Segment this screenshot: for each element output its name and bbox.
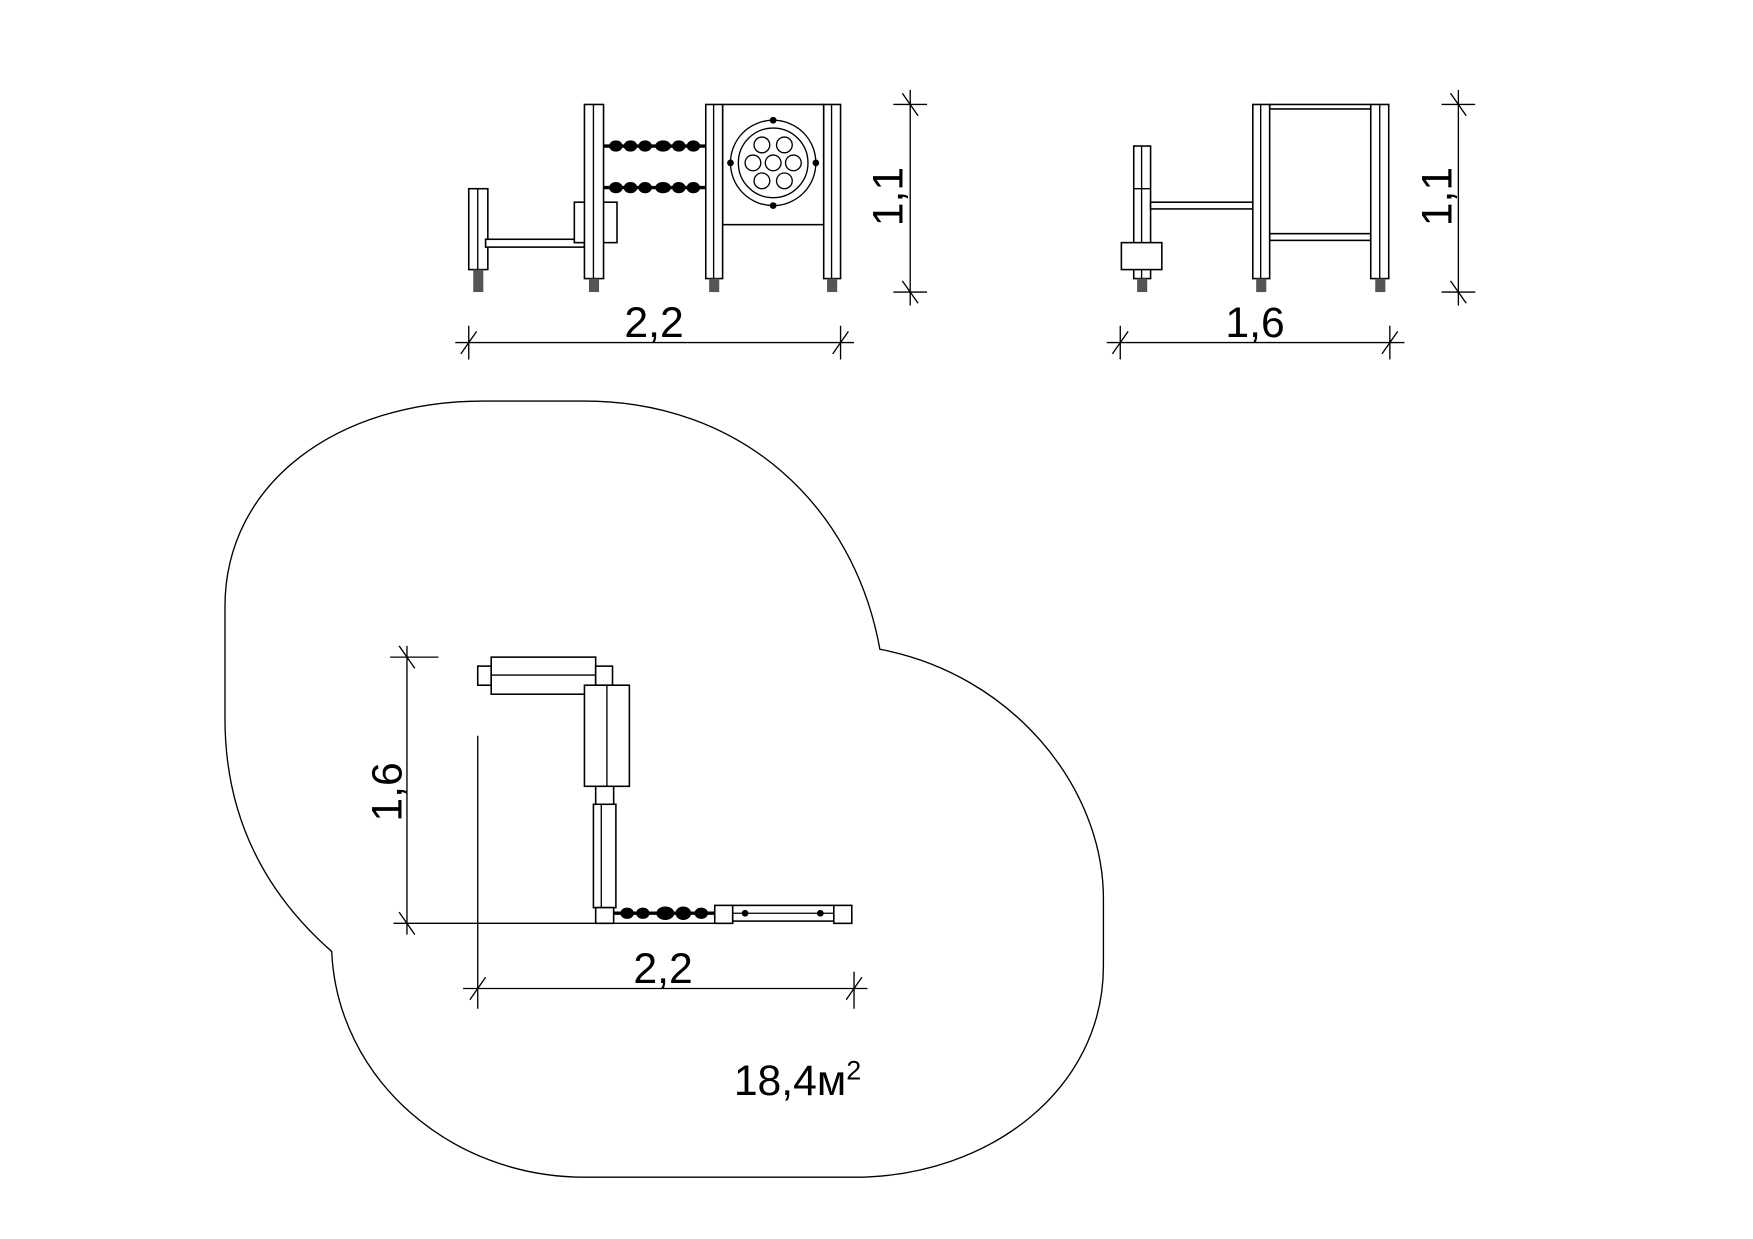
area-value: 18,4м <box>734 1057 846 1105</box>
front-height-label: 1,1 <box>864 167 912 226</box>
plan-view: 1,6 2,2 18,4м2 <box>224 400 1105 1178</box>
front-width-label: 2,2 <box>624 299 683 347</box>
side-view: 1,6 1,1 <box>1106 89 1476 360</box>
plan-width-label: 2,2 <box>633 945 692 993</box>
spinner-disc <box>727 116 820 209</box>
side-width-label: 1,6 <box>1225 299 1284 347</box>
area-label: 18,4м2 <box>734 1055 861 1105</box>
area-unit-superscript: 2 <box>846 1055 861 1085</box>
safety-zone-outline <box>224 400 1105 1178</box>
abacus-beads <box>603 140 706 194</box>
front-view: 2,2 1,1 <box>455 89 928 360</box>
side-height-label: 1,1 <box>1414 167 1462 226</box>
plan-depth-label: 1,6 <box>363 762 411 821</box>
